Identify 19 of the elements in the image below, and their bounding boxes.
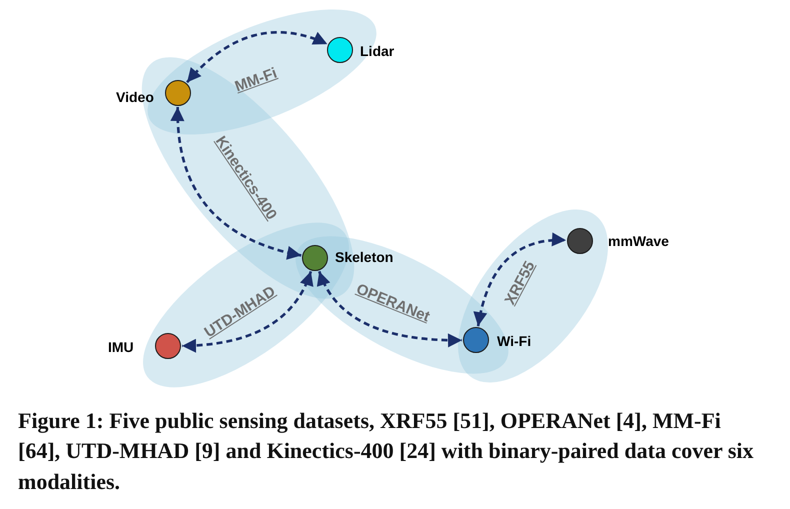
edge-label: MM-Fi [233,66,279,94]
modality-circle [567,228,593,254]
modality-label: Lidar [360,44,394,58]
double-arrow [186,31,328,84]
double-arrow [171,106,302,260]
modality-label: IMU [108,340,134,354]
modality-label: Skeleton [335,250,394,264]
double-arrow [318,270,462,348]
modality-label: Video [116,90,154,104]
figure-caption: Figure 1: Five public sensing datasets, XRF55 [51], OPERANet [4], MM-Fi [64], UTD-MHAD [9] and Kinectics-400 [24] with binary-paired data cover six modalities. [18,407,755,496]
modality-circle [165,80,191,106]
double-arrow [182,270,313,352]
modality-circle [302,245,328,271]
modality-circle [463,327,489,353]
modality-circle [327,37,353,63]
modality-circle [155,333,181,359]
double-arrow [474,233,566,326]
modality-label: Wi-Fi [497,334,532,348]
modality-label: mmWave [608,234,669,248]
